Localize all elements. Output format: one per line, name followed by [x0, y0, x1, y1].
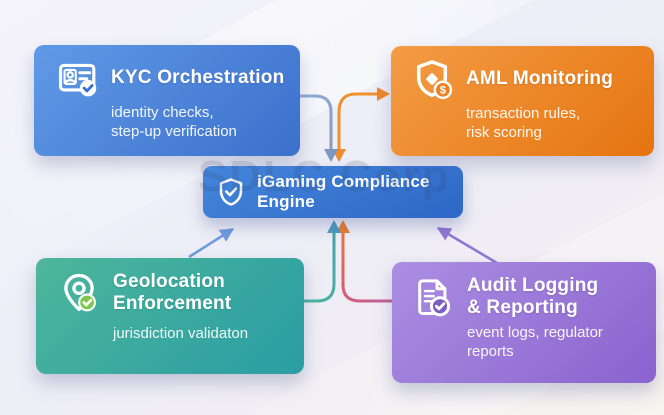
- arrowhead-into-engine-orange: [332, 149, 346, 162]
- engine-title: iGaming Compliance Engine: [257, 172, 430, 211]
- map-pin-check-icon: [58, 272, 100, 314]
- node-aml-monitoring: $ AML Monitoring transaction rules, risk…: [391, 46, 654, 156]
- arrowhead-into-engine-down: [324, 149, 338, 162]
- audit-subtitle: event logs, regulator reports: [467, 324, 603, 360]
- arrowhead-up-teal: [327, 220, 341, 233]
- node-igaming-compliance-engine: iGaming Compliance Engine: [203, 166, 463, 218]
- geo-title-line1: Geolocation: [113, 271, 225, 292]
- arrowhead-into-aml: [377, 87, 390, 101]
- id-card-check-icon: [56, 57, 98, 99]
- arrow-audit-to-engine-diagonal: [436, 226, 498, 265]
- node-geolocation-enforcement: Geolocation Enforcement jurisdiction val…: [36, 258, 304, 374]
- node-audit-logging-reporting: Audit Logging & Reporting event logs, re…: [392, 262, 656, 383]
- audit-title-line2: & Reporting: [467, 297, 578, 318]
- geo-subtitle: jurisdiction validaton: [113, 325, 249, 342]
- shield-dollar-icon: $: [411, 58, 453, 100]
- aml-subtitle: transaction rules, risk scoring: [466, 105, 581, 141]
- aml-title: AML Monitoring: [466, 68, 614, 89]
- node-kyc-orchestration: KYC Orchestration identity checks, step-…: [34, 45, 300, 156]
- shield-check-icon: [216, 177, 246, 207]
- arrow-audit-to-engine: [341, 230, 392, 303]
- geo-title-line2: Enforcement: [113, 293, 232, 314]
- svg-text:$: $: [440, 85, 447, 97]
- audit-title-line1: Audit Logging: [467, 275, 599, 296]
- arrow-kyc-branch-to-aml: [337, 92, 377, 149]
- kyc-title: KYC Orchestration: [111, 67, 285, 88]
- kyc-subtitle: identity checks, step-up verification: [111, 104, 237, 140]
- arrowhead-up-orange: [336, 220, 350, 233]
- document-check-icon: [412, 276, 454, 318]
- arrow-geo-to-engine-diagonal: [188, 227, 235, 259]
